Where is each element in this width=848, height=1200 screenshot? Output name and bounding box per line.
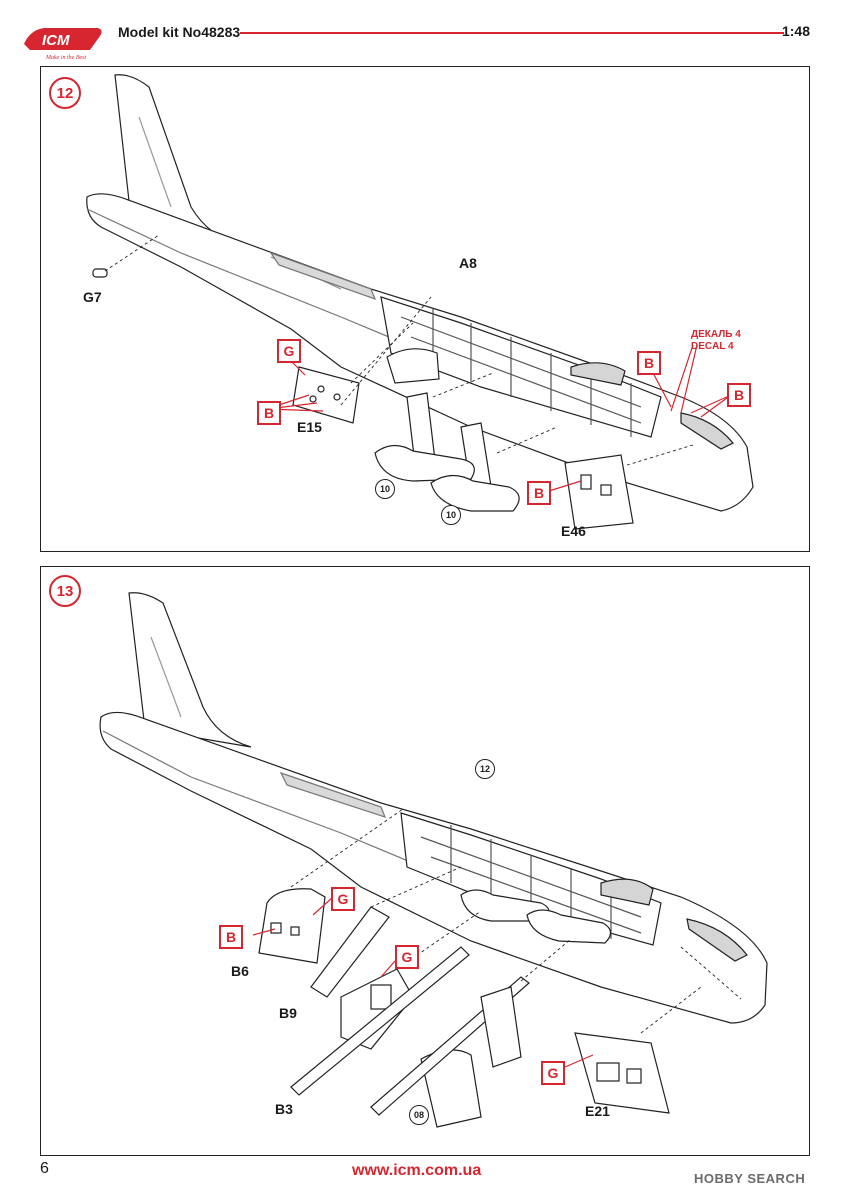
- color-box-b: B: [527, 481, 551, 505]
- kit-title: Model kit No48283: [118, 24, 241, 40]
- color-box-b: B: [219, 925, 243, 949]
- step-13-panel: 13 B6 B9 B3 E21 B G G G 12 08: [40, 566, 810, 1156]
- part-a8-label: A8: [459, 255, 477, 271]
- part-b9-label: B9: [279, 1005, 297, 1021]
- decal-note-en: DECAL 4: [691, 341, 734, 352]
- color-box-b: B: [257, 401, 281, 425]
- part-b6-label: B6: [231, 963, 249, 979]
- step-13-number: 13: [49, 575, 81, 607]
- color-box-b: B: [727, 383, 751, 407]
- scale-label: 1:48: [781, 23, 810, 39]
- step-12-number: 12: [49, 77, 81, 109]
- color-box-g: G: [395, 945, 419, 969]
- svg-text:ICM: ICM: [42, 32, 70, 49]
- step-12-panel: 12 A8 G7 E15 E46 ДЕКАЛЬ 4 DECAL 4 G B B …: [40, 66, 810, 552]
- part-b3-label: B3: [275, 1101, 293, 1117]
- part-e15-label: E15: [297, 419, 322, 435]
- watermark: HOBBY SEARCH: [694, 1171, 806, 1186]
- part-e21-label: E21: [585, 1103, 610, 1119]
- header-rule: [240, 32, 784, 34]
- subassembly-ref-10: 10: [441, 505, 461, 525]
- subassembly-ref-08: 08: [409, 1105, 429, 1125]
- color-box-g: G: [541, 1061, 565, 1085]
- part-e46-label: E46: [561, 523, 586, 539]
- part-g7-label: G7: [83, 289, 102, 305]
- page-number: 6: [40, 1160, 49, 1177]
- svg-text:Make in the Best: Make in the Best: [45, 55, 86, 61]
- website-url[interactable]: www.icm.com.ua: [352, 1162, 482, 1179]
- icm-logo: ICM Make in the Best: [24, 28, 102, 61]
- subassembly-ref-12: 12: [475, 759, 495, 779]
- step-12-assembly-drawing: [86, 74, 754, 530]
- page-header: ICM Make in the Best Model kit No48283 1…: [0, 0, 848, 61]
- decal-note-ru: ДЕКАЛЬ 4: [691, 329, 741, 340]
- subassembly-ref-10: 10: [375, 479, 395, 499]
- color-box-g: G: [277, 339, 301, 363]
- color-box-b: B: [637, 351, 661, 375]
- color-box-g: G: [331, 887, 355, 911]
- step-13-assembly-drawing: [99, 592, 768, 1128]
- decal-note: ДЕКАЛЬ 4 DECAL 4: [691, 329, 741, 353]
